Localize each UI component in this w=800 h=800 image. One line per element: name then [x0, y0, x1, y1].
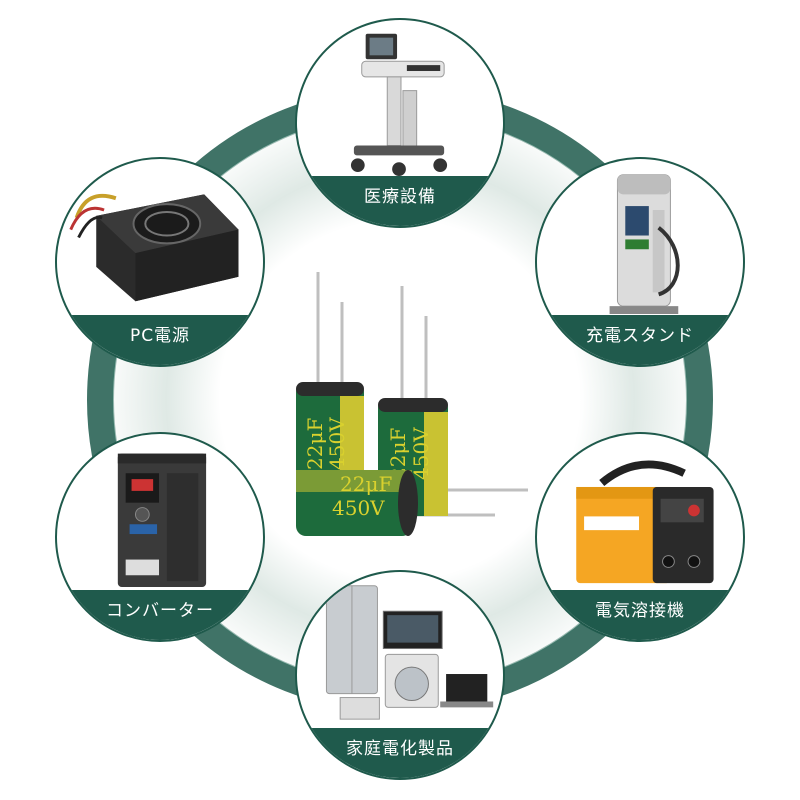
capacitor-3: 22μF 450V [296, 470, 418, 536]
voltage-text-1: 450V [325, 417, 349, 470]
voltage-text-3: 450V [332, 496, 385, 520]
home-appliances-icon [325, 585, 494, 720]
capacitor-illustration: 22μF 450V 22μF 450V 22μF 450V [296, 272, 528, 536]
category-welder: 電気溶接機 [535, 432, 745, 642]
category-medical: 医療設備 [295, 18, 505, 228]
voltage-text-2: 450V [409, 427, 433, 480]
capacitance-text-1: 22μF [303, 418, 327, 470]
category-converter: コンバーター [55, 432, 265, 642]
capacitance-text-3: 22μF [340, 472, 392, 496]
category-label-pc-power: PC電源 [57, 315, 263, 365]
pc-power-supply-icon [69, 193, 239, 302]
category-label-charging-station: 充電スタンド [537, 315, 743, 365]
category-charging-station: 充電スタンド [535, 157, 745, 367]
category-home-appliances: 家庭電化製品 [295, 570, 505, 780]
category-label-welder: 電気溶接機 [537, 590, 743, 640]
welding-machine-icon [576, 460, 714, 584]
inverter-converter-icon [117, 453, 207, 588]
medical-cart-icon [350, 33, 448, 176]
category-label-home-appliances: 家庭電化製品 [297, 728, 503, 778]
category-pc-power: PC電源 [55, 157, 265, 367]
category-label-medical: 医療設備 [297, 176, 503, 226]
category-label-converter: コンバーター [57, 590, 263, 640]
ev-charging-station-icon [609, 174, 680, 314]
